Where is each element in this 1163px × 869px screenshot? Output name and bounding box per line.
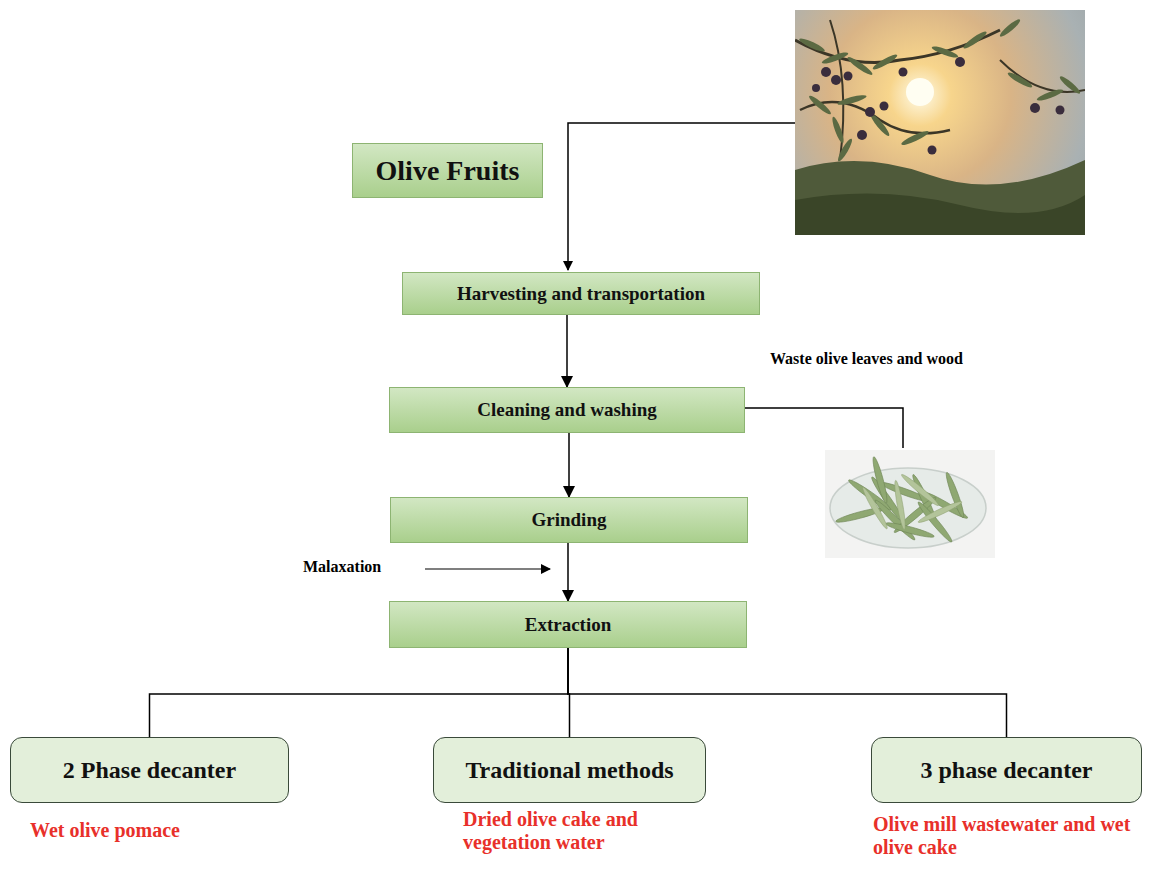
process-box: Grinding	[390, 497, 748, 543]
output-label: Wet olive pomace	[30, 819, 270, 842]
process-box: Extraction	[389, 601, 747, 648]
method-box: 3 phase decanter	[871, 737, 1142, 803]
box-text: 2 Phase decanter	[63, 757, 236, 784]
box-text: 3 phase decanter	[921, 757, 1093, 784]
output-label: Dried olive cake and vegetation water	[463, 808, 698, 854]
box-text: Traditional methods	[465, 757, 673, 784]
process-box: Cleaning and washing	[389, 387, 745, 433]
flow-connector	[568, 648, 1007, 737]
olive-leaves-photo	[825, 450, 995, 558]
box-text: Olive Fruits	[376, 155, 520, 187]
flow-connector	[567, 543, 569, 601]
flow-connector	[150, 648, 569, 737]
process-box: Olive Fruits	[352, 143, 543, 198]
box-text: Grinding	[532, 509, 607, 531]
method-box: 2 Phase decanter	[10, 737, 289, 803]
flow-connector	[566, 315, 568, 387]
output-label: Olive mill wastewater and wet olive cake	[873, 813, 1148, 859]
step-label: Malaxation	[303, 558, 381, 576]
malaxation-arrow	[425, 568, 550, 569]
waste-leader	[745, 408, 903, 448]
box-text: Cleaning and washing	[477, 399, 657, 421]
box-text: Harvesting and transportation	[457, 283, 705, 305]
box-text: Extraction	[525, 614, 612, 636]
method-box: Traditional methods	[433, 737, 706, 803]
flow-connector	[568, 433, 570, 497]
note-label: Waste olive leaves and wood	[770, 350, 963, 368]
process-box: Harvesting and transportation	[402, 272, 760, 315]
source-arrow	[568, 123, 795, 270]
olive-tree-photo	[795, 10, 1085, 235]
